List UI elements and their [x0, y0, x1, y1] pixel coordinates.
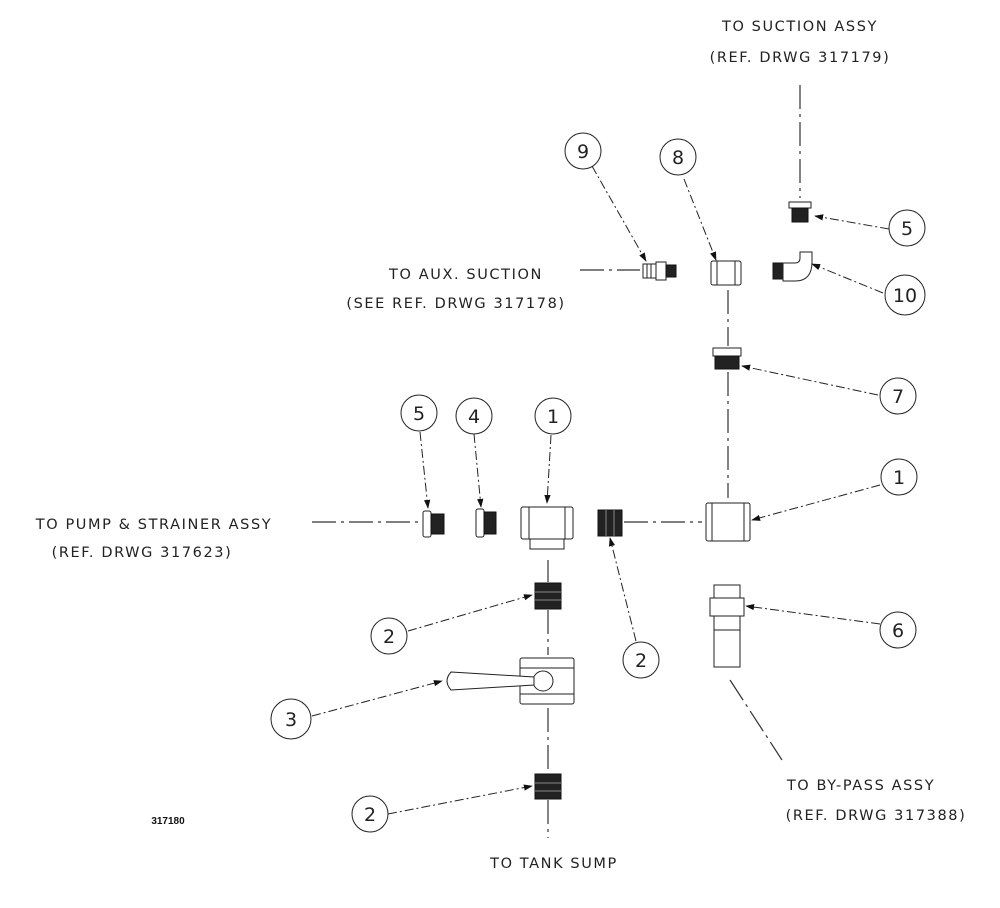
balloon-2-upper: 2: [370, 617, 408, 655]
balloon-3: 3: [270, 698, 312, 740]
drawing-number: 317180: [151, 816, 185, 827]
part-9-hose-nipple: [642, 261, 677, 281]
balloon-5-top: 5: [888, 209, 926, 247]
balloon-2-lower-number: 2: [364, 804, 376, 826]
part-1-tee-right: [705, 502, 751, 542]
label-to-aux-suction: TO AUX. SUCTION: [388, 267, 543, 283]
part-5-plug-left: [422, 510, 445, 538]
label-to-aux-suction-ref: (SEE REF. DRWG 317178): [346, 296, 565, 312]
balloon-9-number: 9: [577, 141, 589, 163]
part-10-street-elbow: [772, 251, 813, 282]
balloon-1-left-number: 1: [547, 406, 559, 428]
balloon-1-left: 1: [534, 397, 572, 435]
balloon-10-number: 10: [893, 285, 917, 307]
part-7-bushing: [712, 347, 742, 370]
balloon-6: 6: [879, 611, 917, 649]
label-to-suction-ref: (REF. DRWG 317179): [710, 50, 891, 66]
balloon-2-upper-number: 2: [383, 626, 395, 648]
balloon-4-number: 4: [468, 406, 480, 428]
label-to-bypass-assy: TO BY-PASS ASSY: [786, 778, 935, 794]
leader-lines: [311, 165, 890, 815]
balloon-9: 9: [564, 132, 602, 170]
part-8-coupling: [710, 260, 742, 286]
balloon-5-top-number: 5: [901, 218, 913, 240]
part-5-plug-top: [788, 201, 812, 223]
balloon-10: 10: [884, 274, 926, 316]
balloon-7-number: 7: [892, 386, 904, 408]
balloon-7: 7: [879, 377, 917, 415]
label-to-bypass-ref: (REF. DRWG 317388): [786, 808, 967, 824]
label-to-suction-assy: TO SUCTION ASSY: [721, 19, 878, 35]
label-to-tank-sump: TO TANK SUMP: [489, 856, 618, 872]
part-2-hex-nipple-horizontal: [597, 509, 623, 537]
balloon-1-right-number: 1: [893, 467, 905, 489]
center-lines: [312, 85, 801, 838]
part-1-tee-left: [520, 506, 574, 550]
balloon-8: 8: [659, 138, 697, 176]
balloon-4: 4: [455, 397, 493, 435]
balloon-6-number: 6: [892, 620, 904, 642]
part-6-nipple: [709, 584, 745, 668]
balloon-2-mid-number: 2: [635, 650, 647, 672]
balloon-5-left-number: 5: [413, 403, 425, 425]
part-2-hex-nipple-lower: [534, 773, 562, 800]
balloon-2-mid: 2: [622, 641, 660, 679]
part-2-hex-nipple-upper: [534, 582, 562, 610]
part-3-ball-valve: [446, 657, 575, 705]
balloon-1-right: 1: [880, 458, 918, 496]
label-to-pump-strainer-ref: (REF. DRWG 317623): [52, 545, 233, 561]
part-4-bushing: [475, 508, 497, 538]
label-to-pump-strainer: TO PUMP & STRAINER ASSY: [35, 517, 272, 533]
balloon-5-left: 5: [400, 394, 438, 432]
balloon-8-number: 8: [672, 147, 684, 169]
balloon-2-lower: 2: [351, 795, 389, 833]
balloon-3-number: 3: [285, 709, 297, 731]
